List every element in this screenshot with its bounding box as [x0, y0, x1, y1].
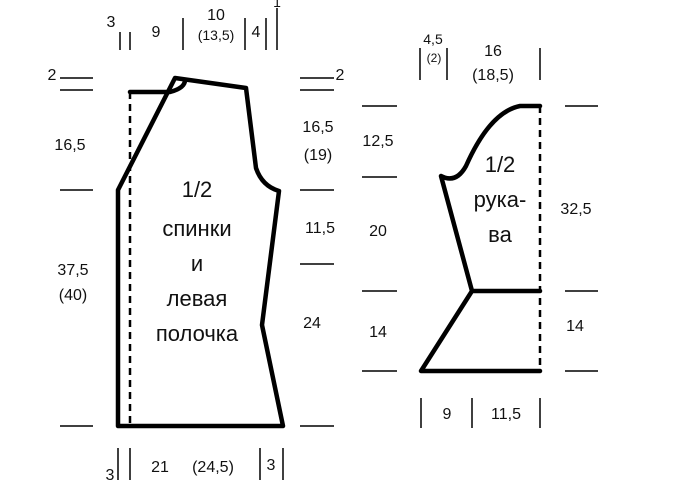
- sleeve-title-line-1: 1/2: [485, 152, 516, 177]
- sleeve-top-left-label: 4,5: [423, 31, 443, 47]
- sleeve-top-width-alt-label: (18,5): [472, 67, 514, 84]
- sleeve-bottom-right-label: 11,5: [491, 406, 521, 423]
- sleeve-title-line-3: ва: [488, 222, 512, 247]
- back-right-armhole-label: 16,5: [302, 119, 333, 136]
- back-top-shoulder-alt-label: (13,5): [198, 27, 235, 43]
- back-piece-outline: [115, 75, 286, 429]
- back-title-line-3: и: [191, 251, 203, 276]
- sleeve-title: 1/2 рука- ва: [474, 152, 527, 247]
- sleeve-title-line-2: рука-: [474, 187, 527, 212]
- back-bottom-width-label: 21: [151, 459, 169, 476]
- back-top-neck-label: 9: [152, 24, 161, 41]
- back-title-line-2: спинки: [162, 216, 231, 241]
- back-bottom-width-alt-label: (24,5): [192, 459, 234, 476]
- back-title-line-5: полочка: [156, 321, 239, 346]
- sleeve-top-left-alt-label: (2): [427, 51, 442, 65]
- back-left-armhole-label: 16,5: [54, 137, 85, 154]
- sleeve-piece: [418, 103, 543, 374]
- sleeve-right-cuff-label: 14: [566, 318, 584, 335]
- back-left-body-alt-label: (40): [59, 287, 87, 304]
- sleeve-top-width-label: 16: [484, 43, 502, 60]
- back-left-top-label: 2: [48, 67, 57, 84]
- back-bottom-right-label: 3: [267, 457, 276, 474]
- sleeve-left-cuff-label: 14: [369, 324, 387, 341]
- back-front-piece: [115, 75, 286, 429]
- back-title: 1/2 спинки и левая полочка: [156, 177, 239, 346]
- front-neck-curve: [127, 77, 188, 95]
- back-right-top-label: 2: [336, 67, 345, 84]
- sleeve-outline: [418, 103, 543, 374]
- sleeve-left-cap-label: 12,5: [362, 133, 393, 150]
- back-top-shoulder-label: 10: [207, 7, 225, 24]
- sleeve-right-length-label: 32,5: [560, 201, 591, 218]
- back-right-waist-label: 11,5: [305, 220, 335, 237]
- sleeve-bottom-left-label: 9: [443, 406, 452, 423]
- sleeve-left-middle-label: 20: [369, 223, 387, 240]
- back-left-body-label: 37,5: [57, 262, 88, 279]
- back-guides: [60, 8, 334, 480]
- back-title-line-1: 1/2: [182, 177, 213, 202]
- back-title-line-4: левая: [167, 286, 228, 311]
- back-bottom-left-label: 3: [106, 467, 115, 484]
- back-right-bottom-label: 24: [303, 315, 321, 332]
- back-right-armhole-alt-label: (19): [304, 147, 332, 164]
- back-top-right-label: 1: [273, 0, 281, 10]
- back-top-armhole-label: 4: [252, 24, 261, 41]
- back-top-shoulder-left-label: 3: [107, 14, 116, 31]
- sleeve-guides: [362, 48, 598, 428]
